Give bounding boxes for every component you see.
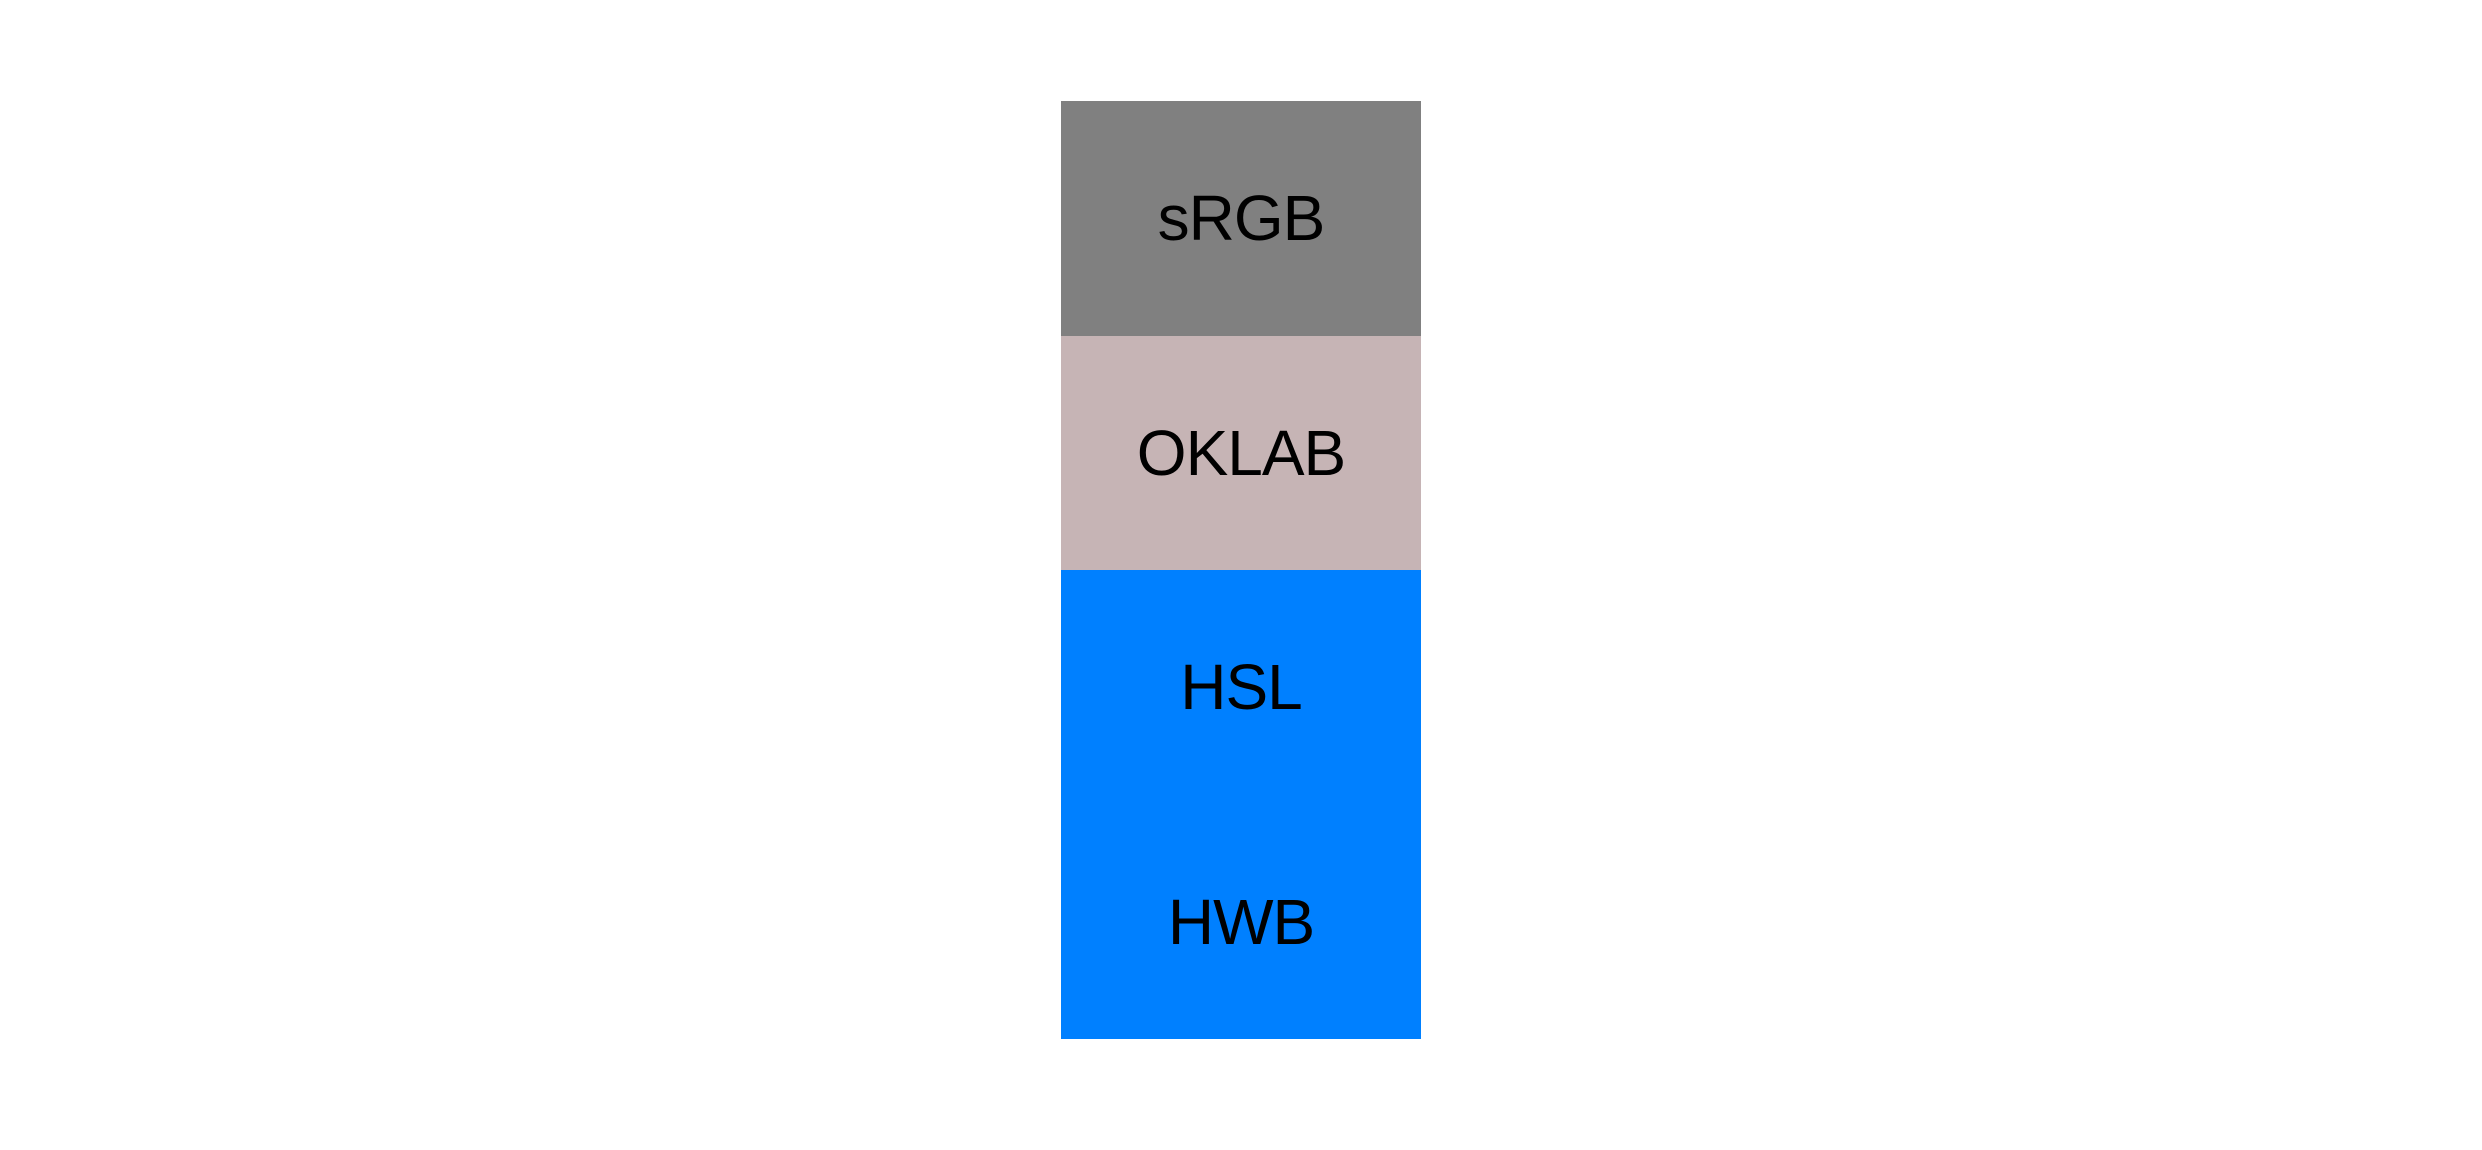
swatch-oklab: OKLAB [1061,335,1421,570]
swatch-oklab-label: OKLAB [1136,416,1346,489]
color-space-swatch-stack: sRGB OKLAB HSL HWB [1061,101,1421,1039]
swatch-hsl-label: HSL [1180,651,1302,724]
swatch-srgb: sRGB [1061,101,1421,336]
swatch-hwb-label: HWB [1167,885,1315,958]
swatch-srgb-label: sRGB [1157,182,1326,255]
swatch-hwb: HWB [1061,804,1421,1039]
swatch-hsl: HSL [1061,570,1421,805]
